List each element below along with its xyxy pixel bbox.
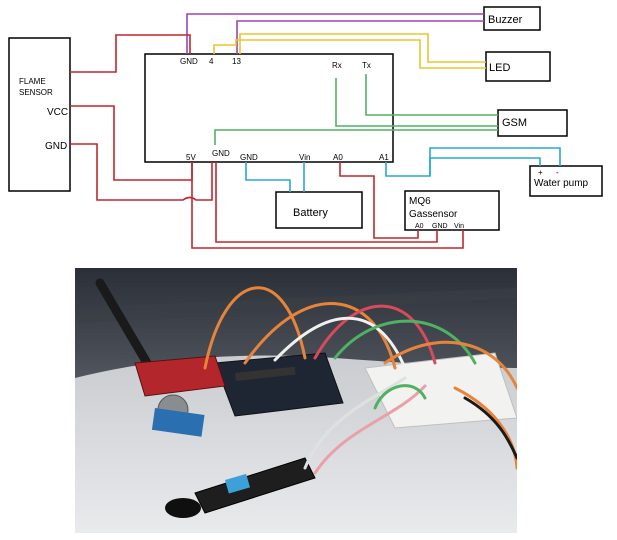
mq6-pin-gnd: GND <box>432 223 448 230</box>
buzzer-box <box>483 6 541 31</box>
mq6-pin-a0: A0 <box>415 223 424 230</box>
wire-pump-minus <box>429 157 541 176</box>
mq6-box <box>404 190 500 231</box>
pin-a1: A1 <box>379 153 389 162</box>
mq6-label-1: MQ6 <box>409 196 431 207</box>
wire-gsm-tx <box>365 74 498 116</box>
wire-flame-gnd <box>70 143 213 201</box>
flame-sensor-title-2: SENSOR <box>19 88 53 97</box>
arduino-board <box>214 352 344 417</box>
gsm-label: GSM <box>502 117 527 129</box>
pin-13: 13 <box>232 57 241 66</box>
wire-mq6-vin <box>191 162 464 249</box>
wire-mq6-gnd <box>215 162 438 243</box>
wire-gsm-rx <box>335 78 498 127</box>
wire-flame-vcc-top <box>70 34 191 73</box>
pin-a0: A0 <box>333 153 343 162</box>
mq6-pin-vin: Vin <box>454 223 464 230</box>
pin-gnd-left: GND <box>212 149 230 158</box>
flame-sensor-vcc: VCC <box>47 107 68 118</box>
flame-sensor-title-1: FLAME <box>19 77 46 86</box>
pin-tx: Tx <box>362 61 371 70</box>
breadboard <box>364 352 517 429</box>
pin-5v: 5V <box>186 153 196 162</box>
wire-battery-gnd <box>245 162 291 192</box>
wire-led-2 <box>213 39 486 69</box>
water-pump-plus: + <box>538 168 543 177</box>
buzzer-label: Buzzer <box>488 14 523 26</box>
led-label: LED <box>489 62 510 74</box>
hardware-photo <box>75 268 517 533</box>
led-box <box>485 51 551 82</box>
pin-vin: Vin <box>299 153 310 162</box>
gsm-module <box>134 355 226 397</box>
circuit-diagram: FLAME SENSOR VCC GND GND 4 13 Rx Tx 5V G… <box>8 6 603 249</box>
flame-sensor <box>194 457 316 514</box>
flame-sensor-box <box>8 37 71 192</box>
pin-gnd-bottom: GND <box>240 153 258 162</box>
battery-box <box>275 191 363 229</box>
wire-mq6-a0 <box>339 162 419 239</box>
wire-buzzer-2 <box>236 20 484 54</box>
microcontroller-board <box>144 53 394 163</box>
pin-4: 4 <box>209 57 214 66</box>
pin-gnd-top: GND <box>180 57 198 66</box>
battery-label: Battery <box>293 207 328 219</box>
water-pump-label: Water pump <box>534 178 589 189</box>
hardware-prototype-photo-icon <box>75 268 517 533</box>
pin-rx: Rx <box>332 61 342 70</box>
water-pump-minus: - <box>556 168 559 177</box>
gsm-box <box>497 109 568 137</box>
water-pump-box <box>529 165 603 197</box>
flame-sensor-gnd: GND <box>45 141 67 152</box>
wire-buzzer <box>186 13 484 54</box>
wire-gsm-gnd <box>214 129 498 145</box>
mq6-label-2: Gassensor <box>409 209 458 220</box>
